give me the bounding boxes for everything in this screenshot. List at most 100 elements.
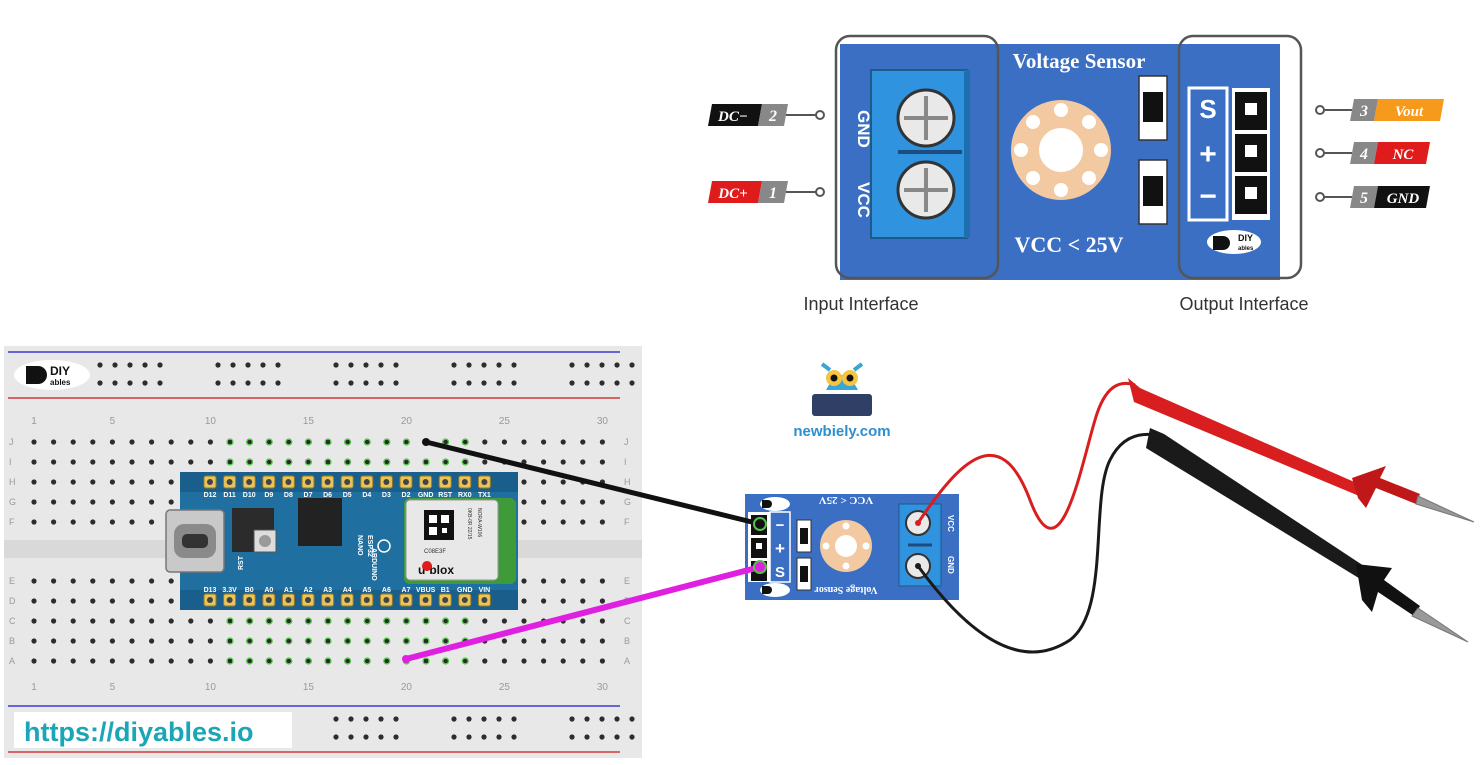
pin-label-top: RST bbox=[438, 492, 453, 499]
header-pin-hole bbox=[207, 479, 213, 485]
rail-hole bbox=[629, 362, 635, 368]
pin-label-bottom: VIN bbox=[479, 587, 491, 594]
rail-hole bbox=[569, 362, 575, 368]
small-sensor-rating: VCC < 25V bbox=[819, 494, 874, 506]
rail-hole bbox=[511, 734, 517, 740]
wire-signal-magenta[interactable] bbox=[403, 564, 763, 662]
svg-text:GND: GND bbox=[1387, 191, 1420, 207]
pin-label-bottom: VBUS bbox=[416, 587, 436, 594]
rail-hole bbox=[215, 380, 221, 386]
breadboard-hole bbox=[580, 519, 586, 525]
probe-red[interactable] bbox=[1128, 378, 1475, 523]
breadboard-hole bbox=[402, 458, 410, 466]
rail-hole bbox=[599, 380, 605, 386]
header-pin-hole bbox=[226, 479, 233, 485]
breadboard-hole bbox=[383, 637, 391, 645]
pin-label-top: D10 bbox=[243, 492, 256, 499]
breadboard-hole bbox=[90, 499, 96, 505]
column-number: 10 bbox=[205, 416, 217, 427]
rail-hole bbox=[348, 362, 354, 368]
breadboard-hole bbox=[109, 519, 115, 525]
breadboard-hole bbox=[442, 637, 450, 645]
rail-hole bbox=[584, 380, 590, 386]
rail-hole bbox=[230, 362, 236, 368]
breadboard-hole bbox=[442, 617, 450, 625]
svg-text:ables: ables bbox=[1238, 246, 1254, 252]
breadboard-hole bbox=[521, 638, 527, 644]
wire-gnd-black[interactable] bbox=[423, 439, 763, 527]
rail-hole bbox=[584, 716, 590, 722]
breadboard-hole bbox=[129, 578, 135, 584]
pin-label-gnd: 5 GND bbox=[1315, 186, 1430, 208]
svg-text:+: + bbox=[775, 539, 785, 558]
breadboard-hole bbox=[70, 578, 76, 584]
reset-button-cap bbox=[259, 535, 271, 547]
small-gnd-label: GND bbox=[946, 556, 955, 574]
website-url[interactable]: https://diyables.io bbox=[24, 717, 254, 747]
breadboard-hole bbox=[482, 439, 488, 445]
pin-label-top: D8 bbox=[284, 492, 293, 499]
breadboard-hole bbox=[324, 617, 332, 625]
breadboard-hole bbox=[324, 458, 332, 466]
breadboard-hole bbox=[207, 658, 213, 664]
rail-hole bbox=[614, 380, 620, 386]
small-sensor-title: Voltage Sensor bbox=[814, 584, 878, 595]
rail-hole bbox=[333, 716, 339, 722]
rail-hole bbox=[614, 362, 620, 368]
rail-hole bbox=[584, 362, 590, 368]
breadboard-hole bbox=[168, 479, 174, 485]
rail-hole bbox=[511, 380, 517, 386]
svg-text:I: I bbox=[9, 457, 12, 467]
breadboard-hole bbox=[580, 439, 586, 445]
breadboard-hole bbox=[129, 658, 135, 664]
url-background bbox=[14, 712, 292, 748]
arduino-pin-labels: D12D13D113.3VD10B0D9A0D8A1D7A2D6A3D5A4D4… bbox=[204, 492, 491, 594]
rail-hole bbox=[215, 362, 221, 368]
breadboard-hole bbox=[109, 578, 115, 584]
breadboard-hole bbox=[363, 657, 371, 665]
header-pin-hole bbox=[207, 597, 213, 603]
input-gnd-label: GND bbox=[854, 110, 873, 148]
wire-gnd-end-breadboard bbox=[422, 438, 430, 446]
rail-hole bbox=[496, 716, 502, 722]
rail-hole bbox=[348, 716, 354, 722]
breadboard-hole bbox=[149, 439, 155, 445]
column-number: 5 bbox=[110, 416, 116, 427]
breadboard-hole bbox=[31, 618, 37, 624]
header-pin-hole bbox=[442, 597, 449, 603]
rail-hole bbox=[142, 362, 148, 368]
rail-hole bbox=[275, 380, 281, 386]
svg-text:−: − bbox=[776, 517, 785, 534]
rail-hole bbox=[275, 362, 281, 368]
breadboard-hole bbox=[226, 458, 234, 466]
breadboard-hole bbox=[70, 499, 76, 505]
breadboard-hole bbox=[560, 499, 566, 505]
arduino-brand-label: ARDUINO bbox=[370, 548, 377, 581]
rail-hole bbox=[481, 380, 487, 386]
ublox-module: C08E3F u·blox 0KB-0R 22/15 NORA-W106 bbox=[404, 498, 516, 584]
newbiely-text[interactable]: newbiely.com bbox=[793, 423, 890, 440]
chip-main bbox=[298, 498, 342, 546]
rail-hole bbox=[112, 380, 118, 386]
breadboard-hole bbox=[149, 638, 155, 644]
svg-text:4: 4 bbox=[1359, 146, 1368, 163]
breadboard-hole bbox=[188, 658, 194, 664]
usb-c-connector bbox=[165, 509, 225, 573]
breadboard-hole bbox=[599, 638, 606, 644]
breadboard-hole bbox=[560, 658, 566, 664]
rail-hole bbox=[393, 716, 399, 722]
pin-label-top: TX1 bbox=[478, 492, 491, 499]
pin-label-top: D12 bbox=[204, 492, 217, 499]
header-pin-hole bbox=[344, 597, 351, 603]
svg-text:H: H bbox=[9, 477, 16, 487]
breadboard-hole bbox=[246, 637, 254, 645]
breadboard-hole bbox=[168, 598, 174, 604]
breadboard-hole bbox=[304, 637, 312, 645]
rail-hole bbox=[451, 362, 457, 368]
breadboard-hole bbox=[580, 598, 586, 604]
probe-cable-black bbox=[916, 432, 1156, 654]
breadboard-hole bbox=[188, 618, 194, 624]
breadboard-hole bbox=[51, 479, 57, 485]
probe-black[interactable] bbox=[1146, 428, 1469, 643]
